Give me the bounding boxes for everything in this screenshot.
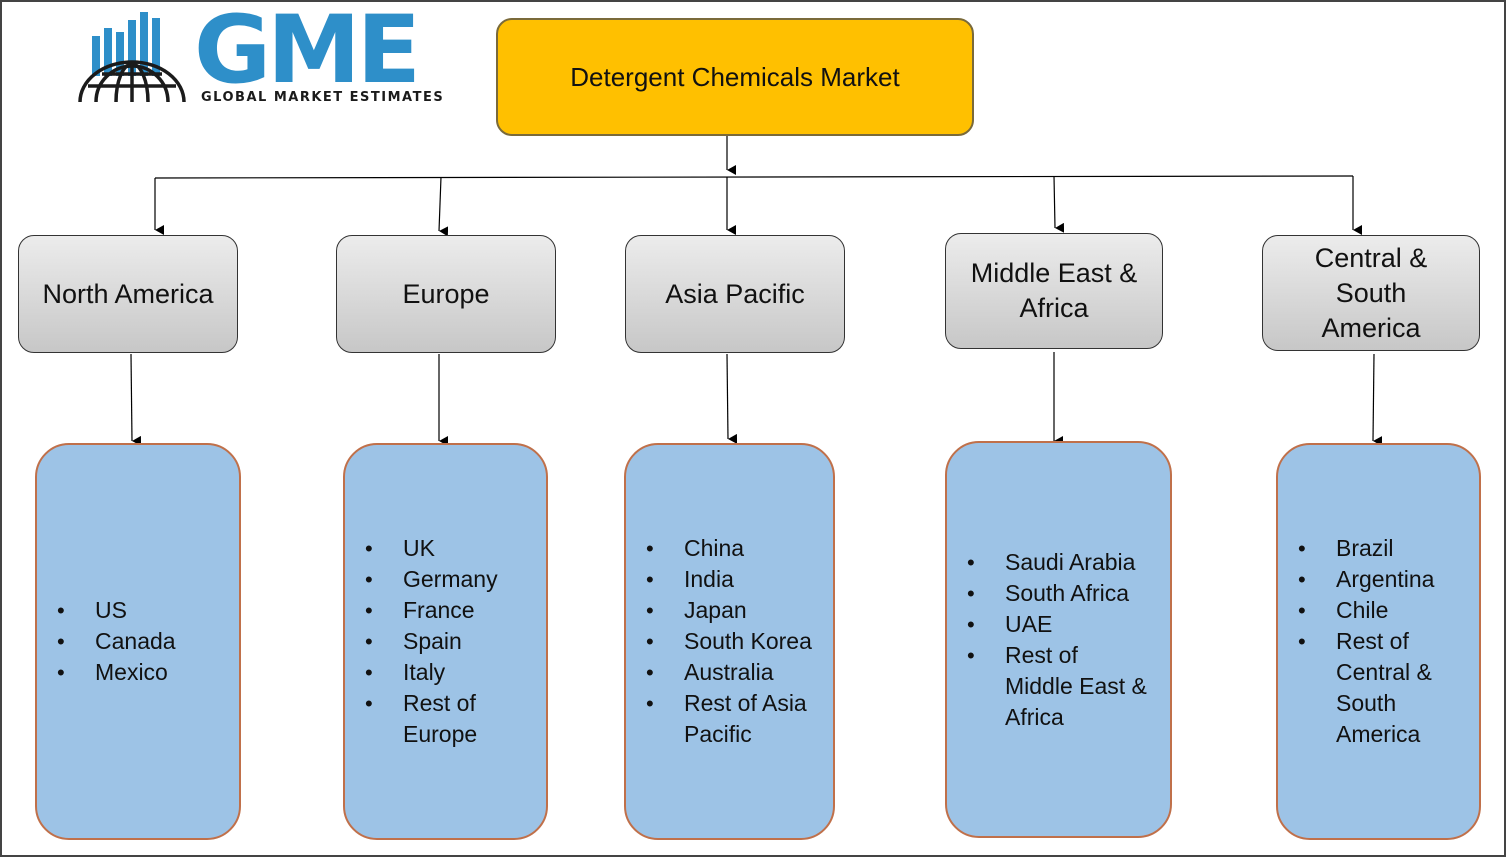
list-item: US [37,595,176,626]
list-item: Rest of [947,640,1147,671]
list-item: Middle East & [1005,672,1147,699]
list-item: Africa [1005,703,1064,730]
countries-north-america: US Canada Mexico [35,443,241,840]
country-list: UK Germany France Spain Italy Rest of Eu… [345,533,498,750]
country-list: US Canada Mexico [37,595,176,688]
country-list: Saudi Arabia South Africa UAE Rest of Mi… [947,547,1147,733]
list-item: Spain [345,626,498,657]
branch-europe [438,176,449,237]
logo-tagline: GLOBAL MARKET ESTIMATES [201,90,445,105]
list-item: Europe [403,721,478,747]
list-item: Italy [345,657,498,688]
region-label: Middle East & Africa [970,258,1138,323]
logo-wordmark: GME [194,0,421,105]
list-item: South Africa [947,578,1147,609]
globe-bars-icon [78,12,186,103]
list-item: Chile [1278,595,1434,626]
list-item: Japan [626,595,812,626]
list-item: UAE [947,609,1147,640]
countries-middle-east-africa: Saudi Arabia South Africa UAE Rest of Mi… [945,441,1172,838]
list-item: Argentina [1278,564,1434,595]
countries-asia-pacific: China India Japan South Korea Australia … [624,443,835,840]
list-item: Germany [345,564,498,595]
list-item: Rest of [345,688,498,719]
region-europe: Europe [336,235,556,353]
branch-middle-east-africa [1053,175,1065,233]
drop-central-south-america [1372,353,1383,447]
drop-asia-pacific [726,353,738,444]
bus-line [154,175,1354,179]
list-item: America [1336,721,1421,747]
country-list: China India Japan South Korea Australia … [626,533,812,750]
countries-central-south-america: Brazil Argentina Chile Rest of Central &… [1276,443,1481,840]
list-item: India [626,564,812,595]
countries-europe: UK Germany France Spain Italy Rest of Eu… [343,443,548,840]
region-asia-pacific: Asia Pacific [625,235,845,353]
list-item: Australia [626,657,812,688]
list-item: Saudi Arabia [947,547,1147,578]
region-middle-east-africa: Middle East & Africa [945,233,1163,349]
drop-north-america [130,353,142,446]
root-label: Detergent Chemicals Market [570,61,900,92]
list-item: South Korea [626,626,812,657]
list-item: Pacific [684,721,752,747]
list-item: China [626,533,812,564]
list-item: Mexico [37,657,176,688]
root-node: Detergent Chemicals Market [496,18,974,136]
region-label: Central & South America [1314,242,1428,343]
list-item: UK [345,533,498,564]
list-item: Rest of [1278,626,1434,657]
region-label: Asia Pacific [665,278,805,309]
gme-logo: GME GLOBAL MARKET ESTIMATES [76,0,471,106]
list-item: Central & [1336,659,1432,685]
list-item: Rest of Asia [626,688,812,719]
region-label: Europe [402,278,490,309]
list-item: Brazil [1278,533,1434,564]
region-label: North America [42,278,214,309]
list-item: France [345,595,498,626]
region-north-america: North America [18,235,238,353]
list-item: South [1336,690,1397,716]
list-item: Canada [37,626,176,657]
country-list: Brazil Argentina Chile Rest of Central &… [1278,533,1434,750]
region-central-south-america: Central & South America [1262,235,1480,351]
